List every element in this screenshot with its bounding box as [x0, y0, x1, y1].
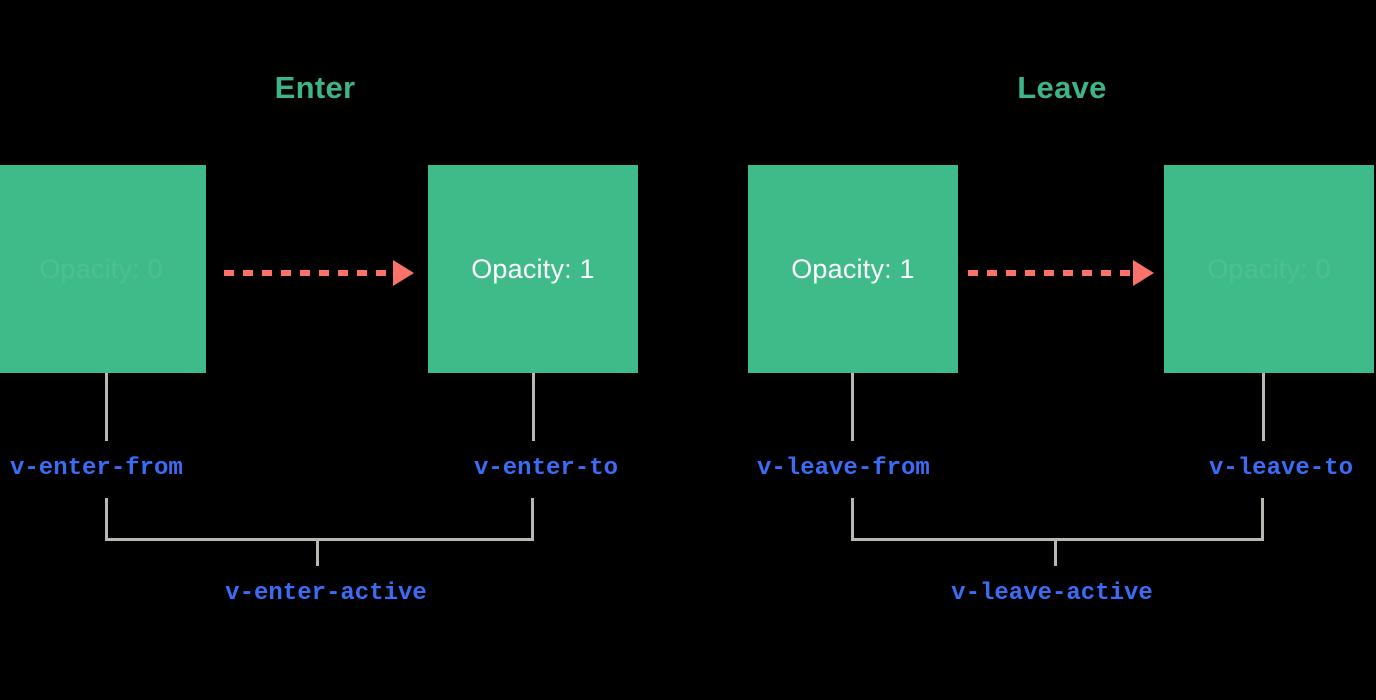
enter-transition-arrow — [224, 260, 414, 286]
leave-from-box-label: Opacity: 1 — [791, 253, 915, 284]
label-v-leave-to: v-leave-to — [1208, 455, 1353, 482]
label-v-enter-to: v-enter-to — [473, 455, 618, 482]
enter-arrow-head-icon — [393, 260, 414, 286]
enter-section-title: Enter — [274, 70, 356, 105]
leave-arrow-head-icon — [1133, 260, 1154, 286]
enter-from-box: Opacity: 0 — [0, 165, 206, 373]
enter-active-bracket-stem — [316, 538, 319, 566]
enter-from-box-label: Opacity: 0 — [39, 253, 163, 284]
leave-from-box: Opacity: 1 — [748, 165, 958, 373]
leave-active-bracket-span — [851, 538, 1264, 541]
leave-active-bracket-left — [851, 498, 854, 541]
label-v-enter-from: v-enter-from — [10, 455, 183, 482]
leave-to-connector — [1262, 373, 1265, 441]
enter-to-connector — [532, 373, 535, 441]
label-v-leave-active: v-leave-active — [951, 580, 1153, 607]
leave-section-title: Leave — [1017, 70, 1107, 105]
enter-arrow-dashes — [224, 270, 394, 276]
leave-transition-arrow — [968, 260, 1154, 286]
enter-to-box-label: Opacity: 1 — [471, 253, 595, 284]
enter-to-box: Opacity: 1 — [428, 165, 638, 373]
enter-active-bracket-right — [531, 498, 534, 541]
leave-arrow-dashes — [968, 270, 1134, 276]
leave-from-connector — [851, 373, 854, 441]
enter-active-bracket-span — [105, 538, 534, 541]
enter-active-bracket-left — [105, 498, 108, 541]
leave-to-box-label: Opacity: 0 — [1207, 253, 1331, 284]
enter-from-connector — [105, 373, 108, 441]
leave-active-bracket-right — [1261, 498, 1264, 541]
leave-active-bracket-stem — [1054, 538, 1057, 566]
label-v-enter-active: v-enter-active — [225, 580, 427, 607]
leave-to-box: Opacity: 0 — [1164, 165, 1374, 373]
label-v-leave-from: v-leave-from — [757, 455, 930, 482]
